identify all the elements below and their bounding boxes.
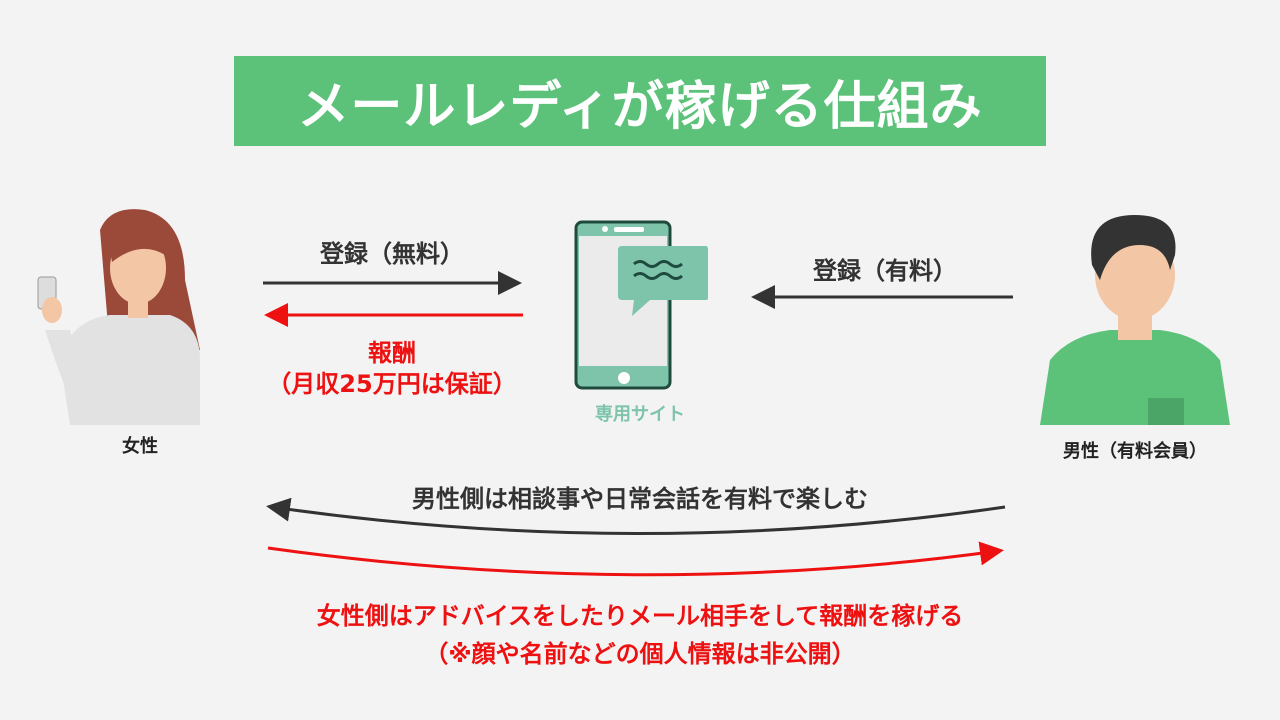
female-side-text: 女性側はアドバイスをしたりメール相手をして報酬を稼げる: [316, 602, 964, 630]
page-title: メールレディが稼げる仕組み: [234, 56, 1046, 146]
male-side-text: 男性側は相談事や日常会話を有料で楽しむ: [412, 485, 868, 513]
man-figure: [1040, 215, 1230, 425]
arrow-male-to-female: [266, 497, 1006, 535]
register-free-label: 登録（無料）: [320, 240, 464, 268]
register-paid-label: 登録（有料）: [813, 257, 957, 285]
reward-guarantee-label: （月収25万円は保証）: [267, 370, 517, 398]
phone-icon: [574, 220, 708, 390]
woman-figure: [37, 209, 200, 425]
male-label: 男性（有料会員）: [1063, 441, 1207, 462]
reward-label: 報酬: [368, 339, 416, 367]
arrow-female-to-male: [267, 541, 1004, 577]
privacy-note: （※顔や名前などの個人情報は非公開）: [424, 640, 856, 668]
site-label: 専用サイト: [595, 404, 685, 425]
female-label: 女性: [122, 436, 158, 457]
